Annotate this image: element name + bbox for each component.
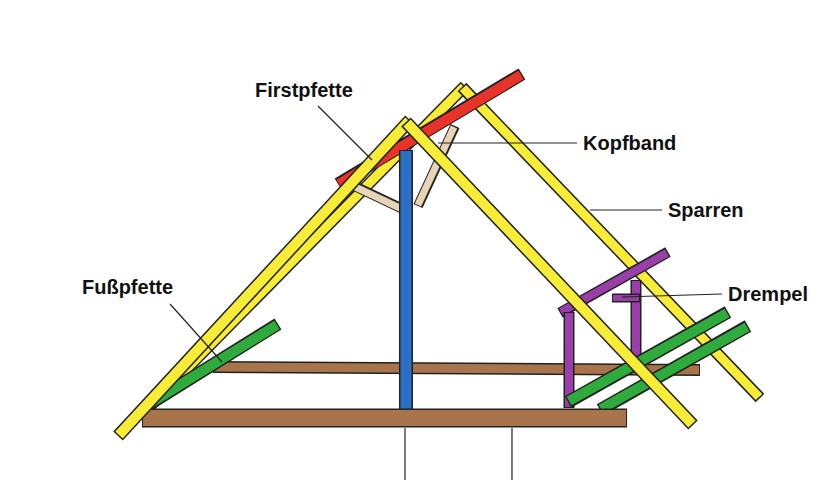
part-label: Fußpfette <box>82 275 173 299</box>
part-label: Drempel <box>728 282 808 306</box>
part-label: Sparren <box>668 198 744 222</box>
leader-lines <box>170 106 722 480</box>
part-label: Firstpfette <box>255 78 353 102</box>
part-label: Kopfband <box>583 131 676 155</box>
